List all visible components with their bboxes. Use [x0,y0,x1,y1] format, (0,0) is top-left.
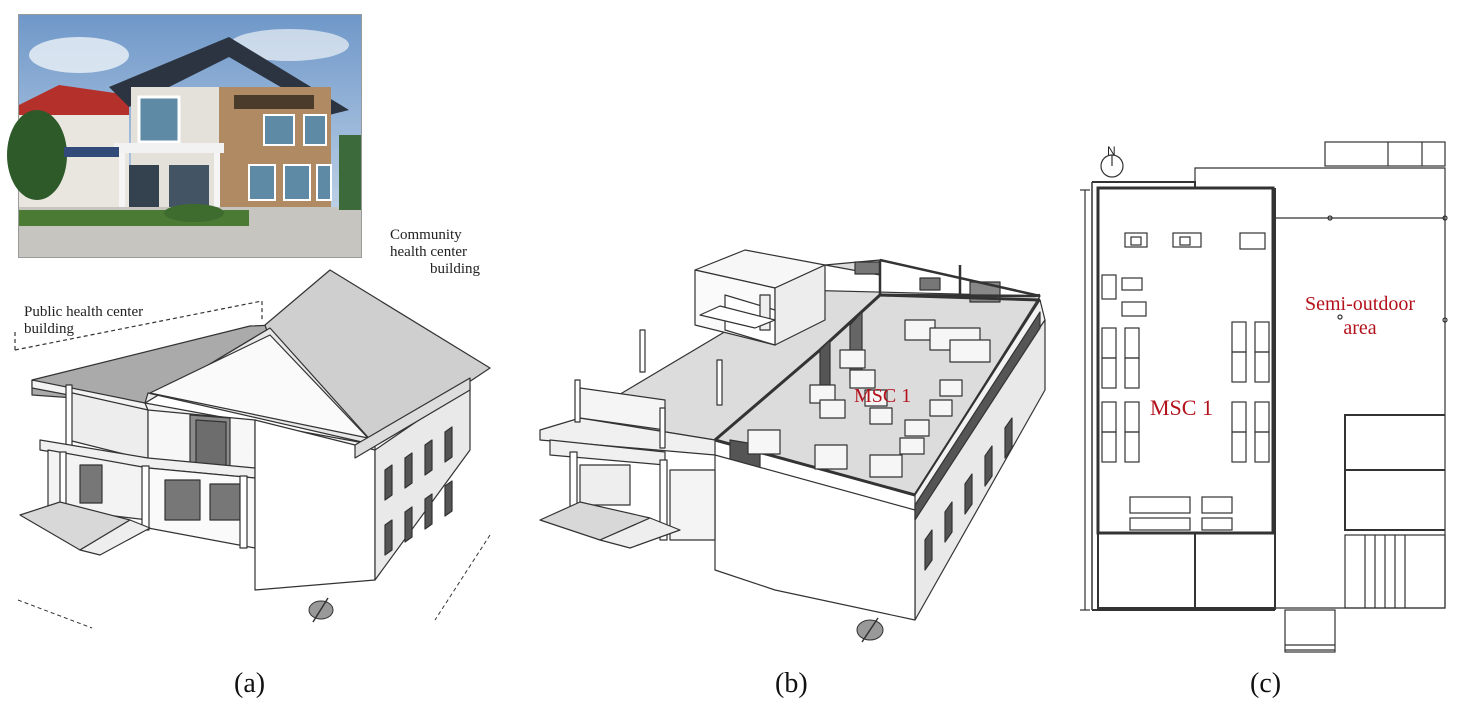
public-label-line1: Public health center [24,304,144,320]
floor-plan-c [1080,141,1448,653]
panel-b: MSC 1 (b) [520,0,1060,713]
msc1-label-3d: MSC 1 [854,385,912,407]
panel-c: N MSC 1 Semi-outdoor area (c) [1070,0,1458,713]
community-label-line3: building [430,261,481,277]
community-label-line1: Community [390,227,462,243]
building-photo-drawing [7,15,361,257]
caption-b: (b) [775,668,808,699]
building-model-a [14,269,491,629]
community-label-line2: health center [390,244,468,260]
semi-outdoor-line1: Semi-outdoor [1305,293,1415,315]
north-compass-icon [308,597,334,623]
semi-outdoor-line2: area [1343,317,1377,339]
north-compass-icon [856,617,884,643]
north-arrow-icon [1100,154,1124,178]
semi-outdoor-label: Semi-outdoor area [1285,292,1435,340]
building-photo [7,14,362,258]
caption-a: (a) [234,668,266,699]
north-label: N [1107,144,1116,158]
community-building-label: Community health center building [390,227,480,278]
building-model-b [539,249,1046,643]
msc1-label-plan: MSC 1 [1150,395,1213,420]
panel-a: Community health center building Public … [0,0,500,713]
caption-c: (c) [1250,668,1282,699]
public-building-label: Public health center building [24,304,143,338]
public-label-line2: building [24,321,75,337]
